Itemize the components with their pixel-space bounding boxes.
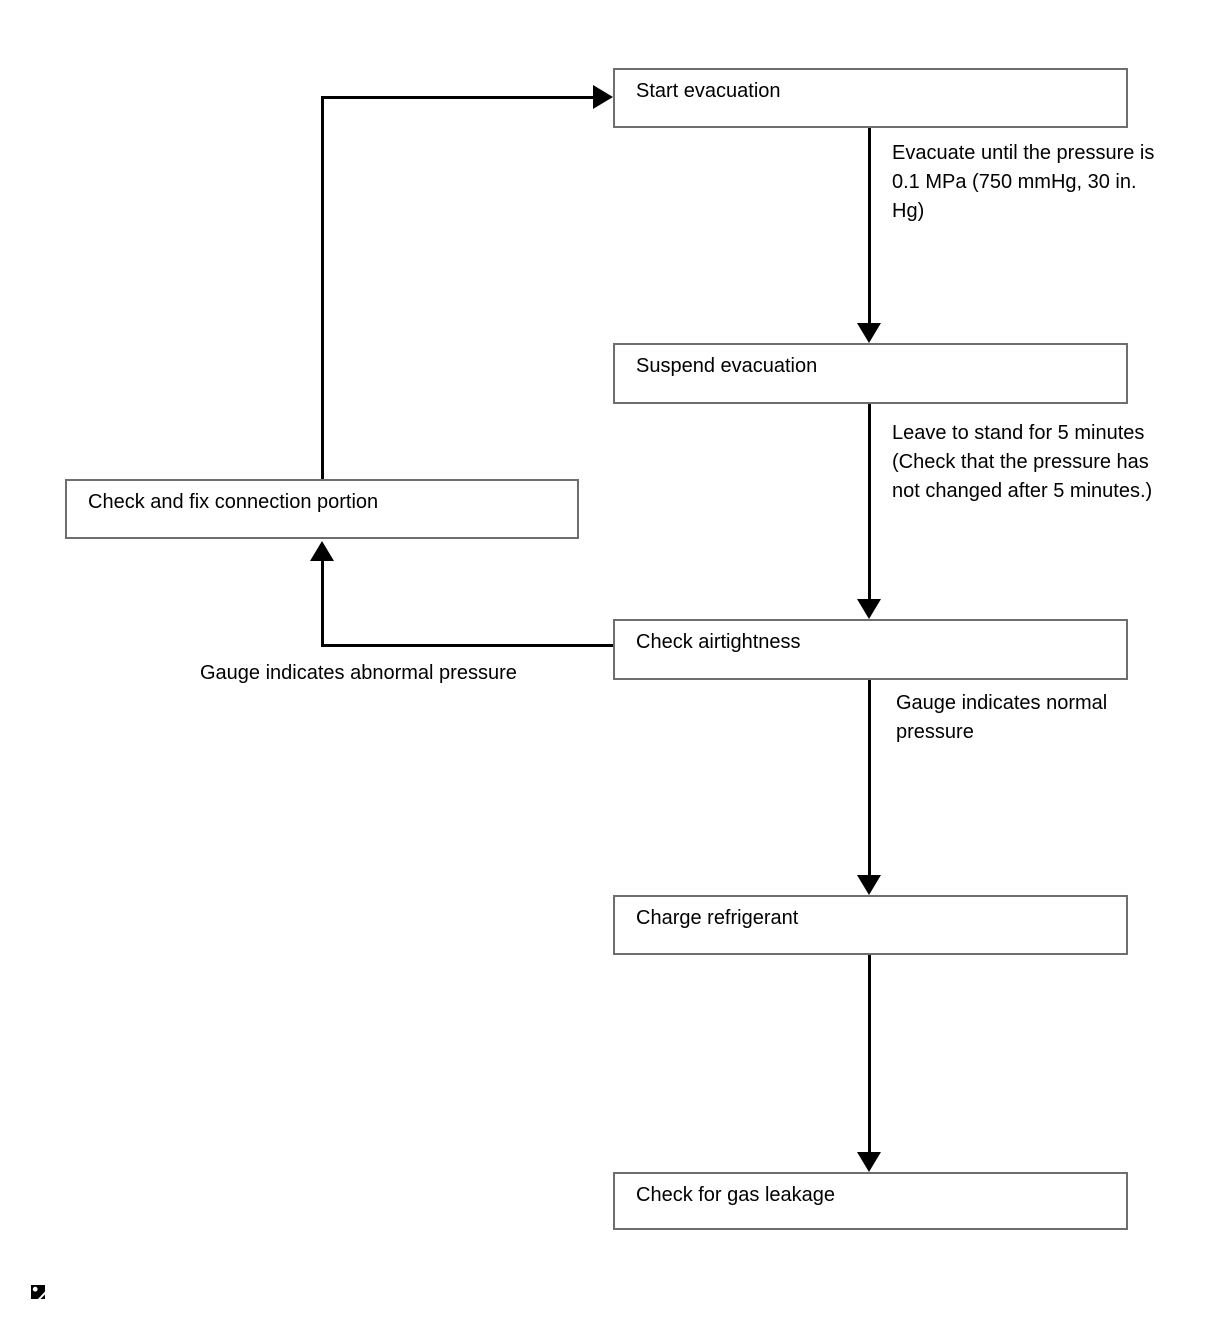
edge-label-line: pressure — [896, 721, 974, 743]
node-start-evacuation: Start evacuation — [613, 68, 1128, 128]
arrowhead-right-start — [593, 85, 613, 109]
connector-charge-to-leak — [868, 955, 871, 1155]
edge-label-normal-pressure: Gauge indicates normal pressure — [896, 689, 1107, 747]
edge-label-line: 0.1 MPa (750 mmHg, 30 in. — [892, 171, 1137, 193]
edge-label-line: Gauge indicates normal — [896, 692, 1108, 714]
node-suspend-evacuation-label: Suspend evacuation — [636, 355, 818, 377]
node-check-gas-leakage-label: Check for gas leakage — [636, 1184, 836, 1206]
node-charge-refrigerant: Charge refrigerant — [613, 895, 1128, 955]
connector-fix-to-start-vertical — [321, 97, 324, 479]
edge-label-evacuate-pressure: Evacuate until the pressure is 0.1 MPa (… — [892, 139, 1154, 226]
edge-label-line: Leave to stand for 5 minutes — [892, 422, 1145, 444]
arrowhead-down-charge — [857, 875, 881, 895]
node-check-fix-connection-label: Check and fix connection portion — [88, 491, 379, 513]
image-placeholder-icon — [31, 1285, 45, 1299]
connector-suspend-to-airtight — [868, 404, 871, 602]
node-suspend-evacuation: Suspend evacuation — [613, 343, 1128, 404]
node-check-fix-connection: Check and fix connection portion — [65, 479, 579, 539]
edge-label-stand-5-minutes: Leave to stand for 5 minutes (Check that… — [892, 419, 1152, 506]
node-start-evacuation-label: Start evacuation — [636, 80, 781, 102]
connector-airtight-to-charge — [868, 680, 871, 878]
arrowhead-down-airtight — [857, 599, 881, 619]
arrowhead-up-fix — [310, 541, 334, 561]
connector-airtight-to-fix-vertical — [321, 558, 324, 647]
edge-label-line: not changed after 5 minutes.) — [892, 480, 1153, 502]
node-charge-refrigerant-label: Charge refrigerant — [636, 907, 799, 929]
edge-label-line: (Check that the pressure has — [892, 451, 1149, 473]
connector-start-to-suspend — [868, 128, 871, 326]
connector-fix-to-start-horizontal — [321, 96, 595, 99]
arrowhead-down-leak — [857, 1152, 881, 1172]
edge-label-abnormal-pressure: Gauge indicates abnormal pressure — [200, 659, 517, 688]
edge-label-line: Evacuate until the pressure is — [892, 142, 1155, 164]
node-check-airtightness: Check airtightness — [613, 619, 1128, 680]
node-check-gas-leakage: Check for gas leakage — [613, 1172, 1128, 1230]
edge-label-line: Hg) — [892, 200, 925, 222]
edge-label-line: Gauge indicates abnormal pressure — [200, 662, 517, 684]
arrowhead-down-suspend — [857, 323, 881, 343]
connector-airtight-to-fix-horizontal — [322, 644, 613, 647]
node-check-airtightness-label: Check airtightness — [636, 631, 801, 653]
